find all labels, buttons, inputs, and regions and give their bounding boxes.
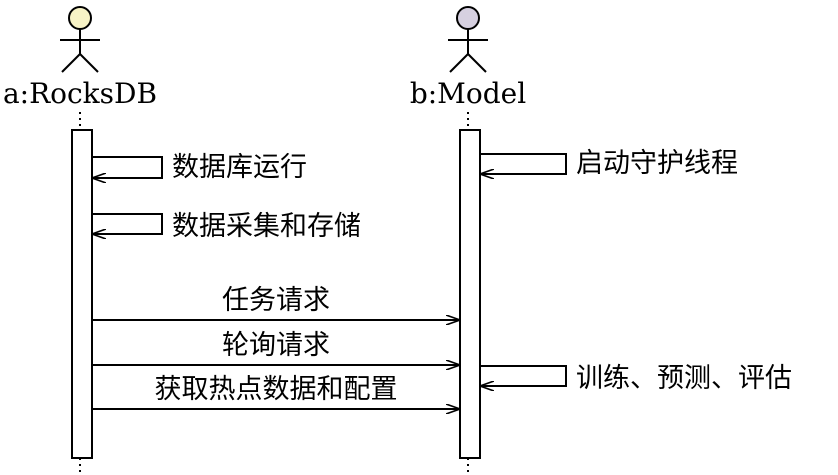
self-message-collect-store: 数据采集和存储 [92, 211, 361, 242]
actor-model-head [456, 6, 480, 30]
self-message-start-daemon-label: 启动守护线程 [576, 148, 738, 179]
self-message-db-run: 数据库运行 [92, 152, 307, 183]
actor-rocksdb-leg-right [79, 53, 99, 73]
actor-rocksdb-name: a:RocksDB [3, 77, 157, 110]
self-message-db-run-arrow [92, 156, 163, 178]
message-task-request: 任务请求 [92, 285, 459, 320]
actor-model-leg-right [467, 53, 487, 73]
actor-model-name: b:Model [410, 77, 526, 110]
self-message-start-daemon-arrow [480, 153, 567, 174]
self-message-start-daemon: 启动守护线程 [480, 148, 738, 179]
self-message-train-predict-label: 训练、预测、评估 [576, 363, 792, 394]
actor-model: b:Model [410, 6, 526, 110]
actor-rocksdb-leg-left [61, 53, 81, 73]
self-message-train-predict: 训练、预测、评估 [480, 363, 792, 394]
self-message-collect-store-label: 数据采集和存储 [172, 211, 361, 242]
actor-model-leg-left [449, 53, 469, 73]
message-fetch-hotspot-label: 获取热点数据和配置 [155, 374, 398, 405]
activation-bar-rocksdb [71, 129, 93, 459]
self-message-db-run-label: 数据库运行 [172, 152, 307, 183]
actor-rocksdb-head [68, 6, 92, 30]
message-poll-request-label: 轮询请求 [222, 330, 330, 361]
message-fetch-hotspot: 获取热点数据和配置 [92, 374, 459, 409]
message-poll-request: 轮询请求 [92, 330, 459, 365]
actor-rocksdb: a:RocksDB [3, 6, 157, 110]
self-message-train-predict-arrow [480, 365, 567, 386]
self-message-collect-store-arrow [92, 213, 163, 234]
message-task-request-label: 任务请求 [222, 285, 330, 316]
activation-bar-model [459, 129, 481, 459]
